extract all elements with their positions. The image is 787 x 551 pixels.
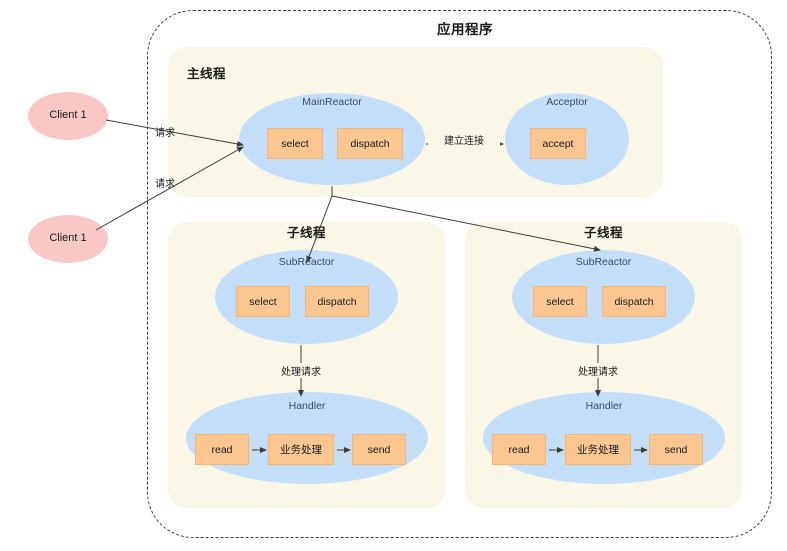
- sub-reactor-label-1: SubReactor: [278, 256, 335, 268]
- handler-2-box-send[interactable]: send: [649, 434, 703, 465]
- sub-reactor-1-box-dispatch[interactable]: dispatch: [305, 286, 369, 317]
- application-title: 应用程序: [437, 22, 493, 37]
- handler-label-2: Handler: [585, 400, 623, 412]
- edge-label-request-2: 请求: [155, 179, 175, 190]
- edge-label-handle-request-2: 处理请求: [567, 363, 629, 378]
- acceptor-box-accept[interactable]: accept: [530, 128, 586, 159]
- sub-thread-title-1: 子线程: [286, 226, 326, 240]
- sub-reactor-label-2: SubReactor: [575, 256, 632, 268]
- main-thread-title: 主线程: [187, 67, 227, 81]
- sub-reactor-1-box-select[interactable]: select: [236, 286, 290, 317]
- main-reactor-box-dispatch[interactable]: dispatch: [337, 128, 403, 159]
- acceptor-label: Acceptor: [546, 96, 588, 108]
- handler-label-1: Handler: [288, 400, 326, 412]
- sub-reactor-2-box-dispatch[interactable]: dispatch: [602, 286, 666, 317]
- handler-1-box-send[interactable]: send: [352, 434, 406, 465]
- client-ellipse-2[interactable]: [28, 215, 108, 263]
- sub-thread-title-2: 子线程: [583, 226, 623, 240]
- edge-label-request-1: 请求: [155, 128, 175, 139]
- handler-2-box-read[interactable]: read: [492, 434, 546, 465]
- client-label-2: Client 1: [49, 232, 87, 244]
- handler-2-box-business[interactable]: 业务处理: [565, 434, 631, 465]
- edge-label-handle-request-1: 处理请求: [270, 363, 332, 378]
- edge-label-establish-connection: 建立连接: [428, 132, 500, 147]
- client-ellipse-1[interactable]: [28, 92, 108, 140]
- main-reactor-label: MainReactor: [302, 96, 362, 108]
- application-boundary: [147, 10, 772, 538]
- sub-reactor-2-box-select[interactable]: select: [533, 286, 587, 317]
- main-reactor-box-select[interactable]: select: [267, 128, 323, 159]
- client-label-1: Client 1: [49, 109, 87, 121]
- handler-1-box-business[interactable]: 业务处理: [268, 434, 334, 465]
- handler-1-box-read[interactable]: read: [195, 434, 249, 465]
